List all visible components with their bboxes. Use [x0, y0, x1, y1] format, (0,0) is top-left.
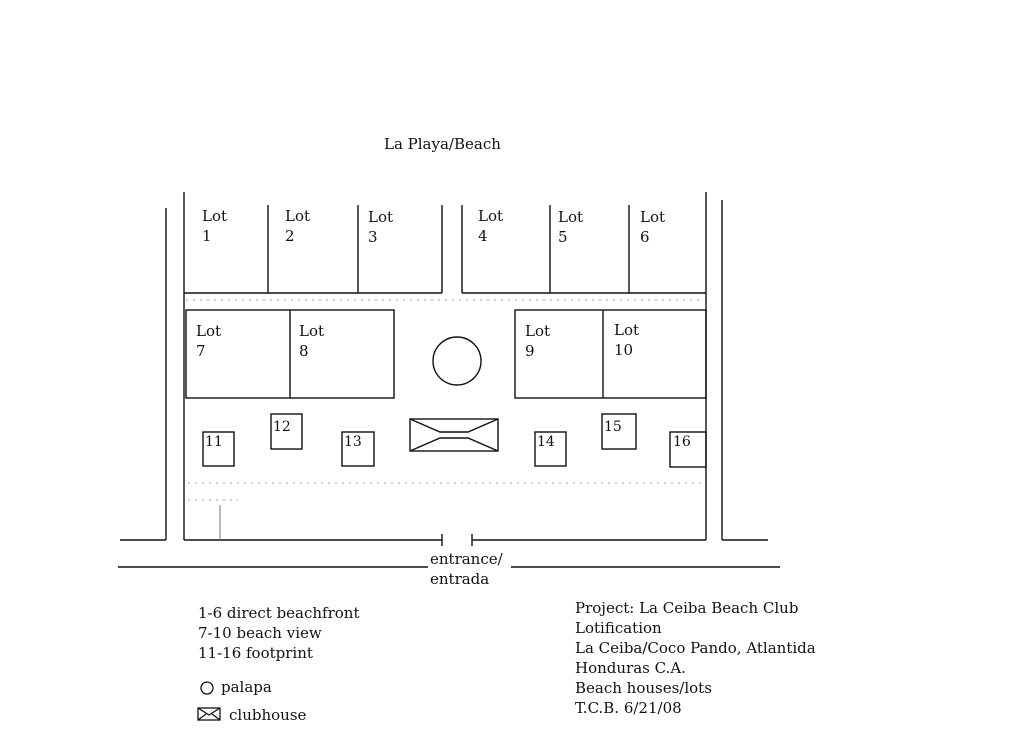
project-line: Beach houses/lots [575, 679, 712, 697]
lot-word: Lot [196, 322, 222, 340]
lot-word: Lot [368, 208, 394, 226]
lot-1-label: Lot 1 [202, 206, 227, 246]
lot-number: 9 [525, 342, 535, 360]
clubhouse-flap-bottom [409, 437, 499, 452]
page-title: La Playa/Beach [384, 135, 501, 153]
footprint-12-box [270, 413, 303, 450]
lot-7-label: Lot 7 [196, 321, 221, 361]
lot-word: Lot [525, 322, 551, 340]
lot-number: 5 [558, 228, 568, 246]
lot-number: 2 [285, 227, 295, 245]
footprint-14-box [534, 431, 567, 467]
lot-word: Lot [614, 321, 640, 339]
lot-8-label: Lot 8 [299, 321, 324, 361]
entrance-label: entrance/ [430, 550, 503, 568]
footprint-14-label: 14 [537, 434, 555, 450]
lot-word: Lot [202, 207, 228, 225]
clubhouse-envelope-icon [197, 707, 221, 721]
lot-6-label: Lot 6 [640, 207, 665, 247]
lot-9-label: Lot 9 [525, 321, 550, 361]
project-line: Honduras C.A. [575, 659, 686, 677]
project-line: Lotification [575, 619, 662, 637]
lot-number: 8 [299, 342, 309, 360]
clubhouse-flap-top [409, 418, 499, 433]
project-line: Project: La Ceiba Beach Club [575, 599, 799, 617]
legend-item: 1-6 direct beachfront [198, 604, 360, 622]
lot-10-label: Lot 10 [614, 320, 639, 360]
entrada-label: entrada [430, 570, 490, 588]
palapa-circle [432, 336, 482, 386]
lot-word: Lot [640, 208, 666, 226]
legend-clubhouse-label: clubhouse [229, 706, 307, 724]
lot-word: Lot [285, 207, 311, 225]
project-line: T.C.B. 6/21/08 [575, 699, 682, 717]
lot-5-label: Lot 5 [558, 207, 583, 247]
legend-list: 1-6 direct beachfront 7-10 beach view 11… [198, 603, 360, 663]
clubhouse-envelope-icon-right [211, 713, 221, 721]
lot-4-label: Lot 4 [478, 206, 503, 246]
legend-palapa-label: palapa [221, 678, 272, 696]
footprint-15-label: 15 [604, 419, 622, 435]
lot-number: 3 [368, 228, 378, 246]
lot-word: Lot [299, 322, 325, 340]
footprint-15-box [601, 413, 637, 450]
palapa-circle-icon [200, 681, 214, 695]
footprint-13-box [341, 431, 375, 467]
lot-word: Lot [558, 208, 584, 226]
footprint-16-box [669, 431, 707, 468]
legend-item: 7-10 beach view [198, 624, 322, 642]
lot-3-label: Lot 3 [368, 207, 393, 247]
lot-word: Lot [478, 207, 504, 225]
lot-number: 4 [478, 227, 488, 245]
lots-9-10-outline [514, 309, 707, 399]
footprint-11-label: 11 [205, 434, 223, 450]
footprint-16-label: 16 [673, 434, 691, 450]
lot-2-label: Lot 2 [285, 206, 310, 246]
legend-item: 11-16 footprint [198, 644, 313, 662]
lot-number: 1 [202, 227, 212, 245]
lot-number: 10 [614, 341, 634, 359]
project-info: Project: La Ceiba Beach Club Lotificatio… [575, 598, 816, 718]
footprint-13-label: 13 [344, 434, 362, 450]
clubhouse-envelope-icon-left [197, 713, 207, 721]
project-line: La Ceiba/Coco Pando, Atlantida [575, 639, 816, 657]
footprint-11-box [202, 431, 235, 467]
lot-number: 6 [640, 228, 650, 246]
clubhouse-box [409, 418, 499, 452]
clubhouse-envelope-icon-flap [197, 707, 221, 716]
lot-number: 7 [196, 342, 206, 360]
footprint-12-label: 12 [273, 419, 291, 435]
